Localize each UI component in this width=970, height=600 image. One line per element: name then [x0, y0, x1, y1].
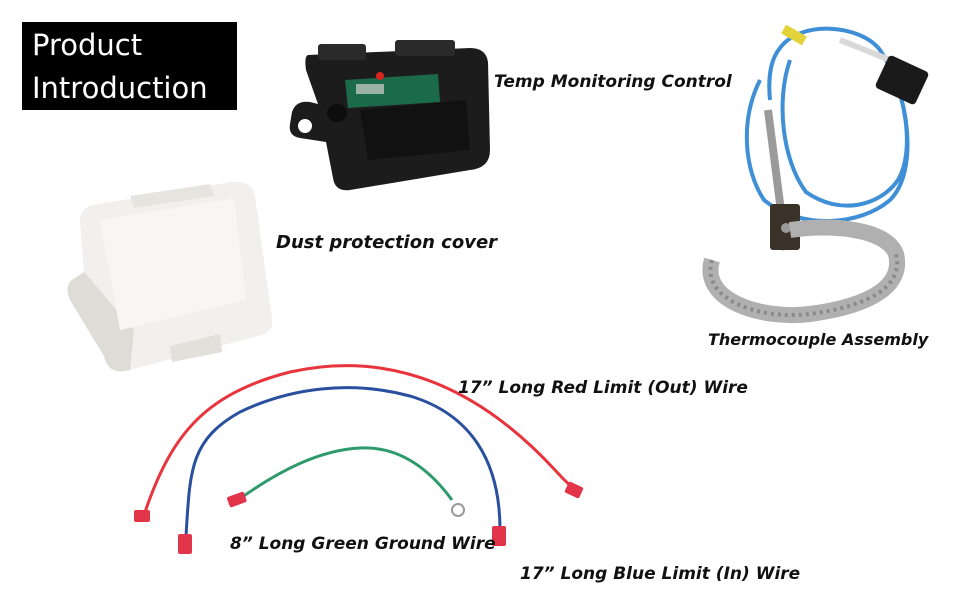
temp-monitoring-control-label: Temp Monitoring Control [494, 72, 732, 92]
title-line-2: Introduction [32, 71, 208, 105]
red-limit-wire-image [134, 364, 584, 522]
thermocouple-assembly-image [702, 24, 929, 323]
green-ground-wire-label: 8” Long Green Ground Wire [230, 534, 496, 554]
green-ground-wire-image [227, 446, 465, 517]
blue-limit-wire-label: 17” Long Blue Limit (In) Wire [520, 564, 801, 584]
blue-limit-wire-image [178, 386, 506, 554]
dust-protection-cover-label: Dust protection cover [276, 232, 498, 253]
dust-protection-cover-image [67, 181, 273, 372]
temp-monitoring-control-image [289, 40, 490, 191]
thermocouple-assembly-label: Thermocouple Assembly [708, 330, 929, 349]
red-limit-wire-label: 17” Long Red Limit (Out) Wire [458, 378, 748, 398]
product-introduction-title: Product Introduction [22, 22, 237, 110]
title-line-1: Product [32, 28, 143, 62]
